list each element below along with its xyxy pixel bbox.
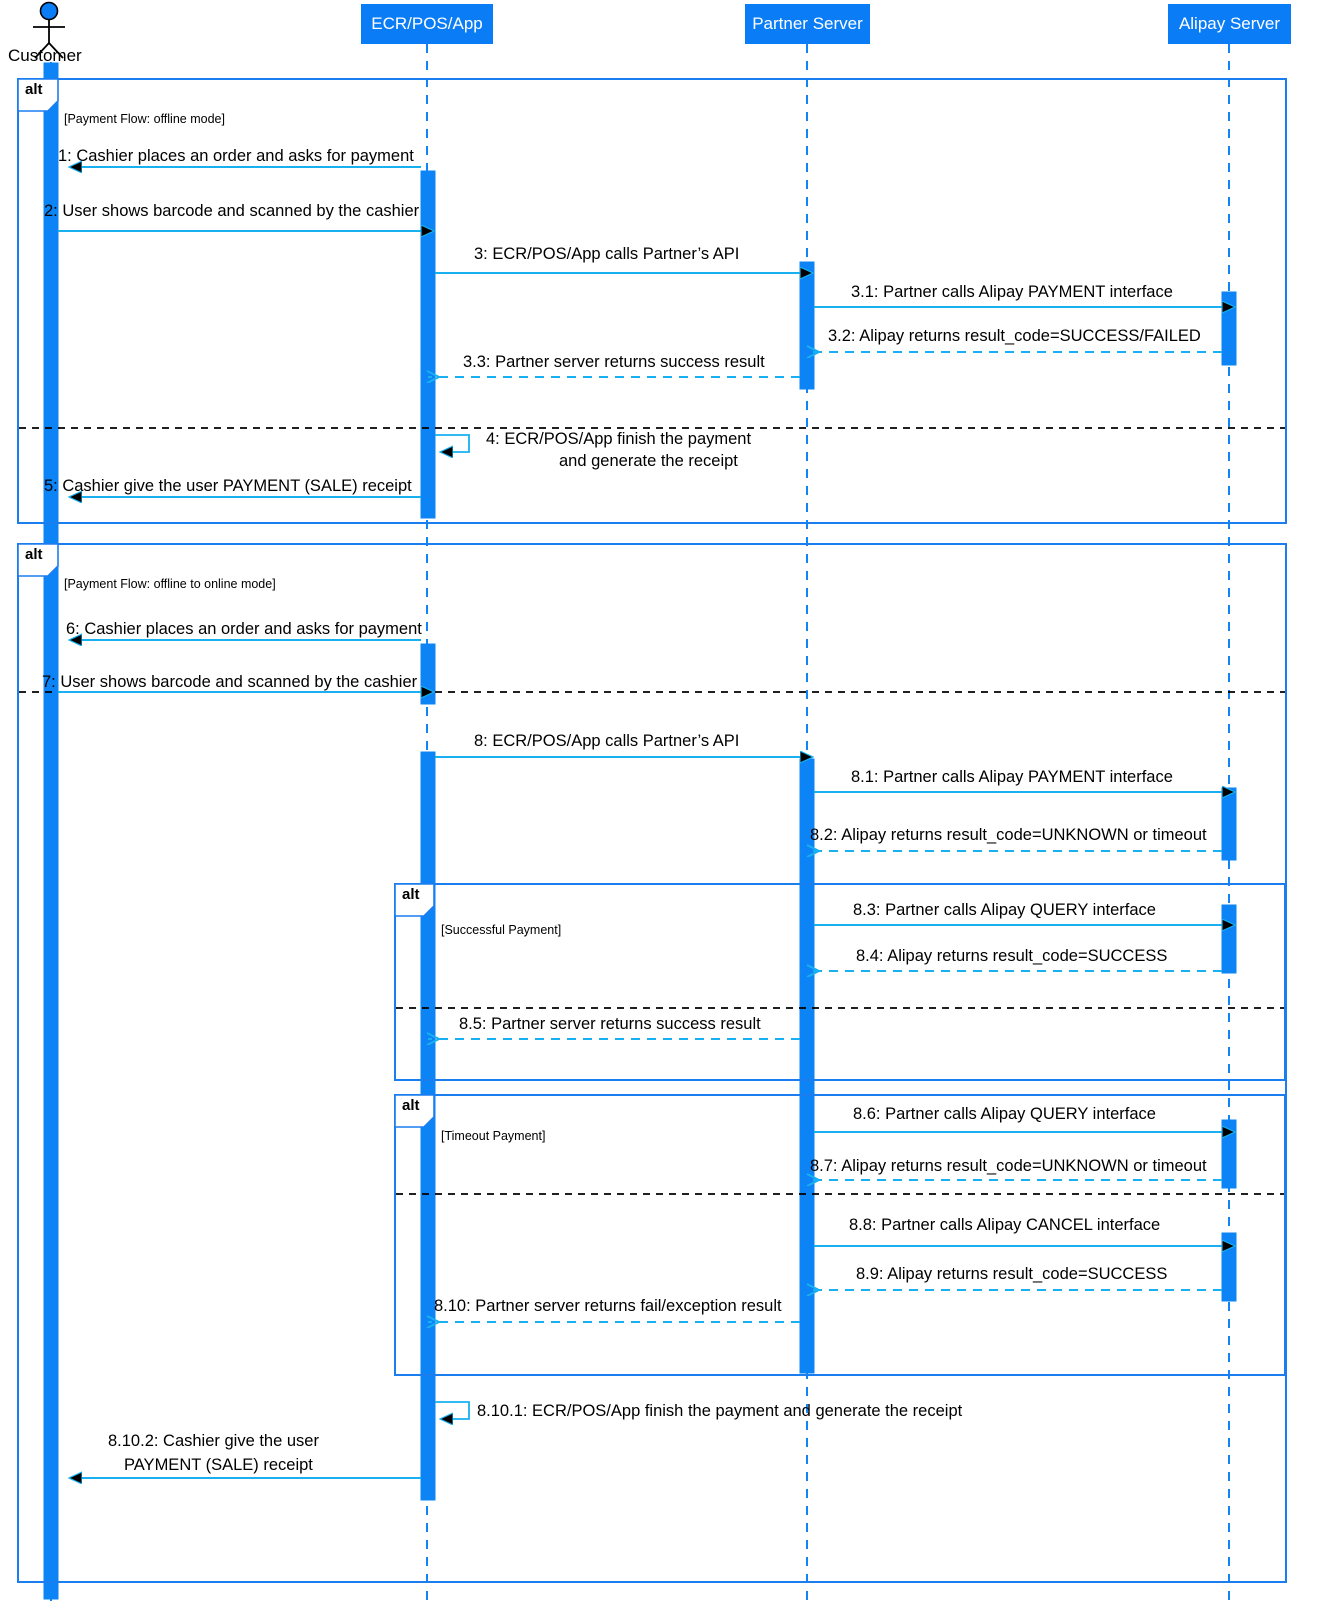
message-label-8-8: 8.8: Partner calls Alipay CANCEL interfa… [849, 1216, 1161, 1234]
operator-tab-alt1 [17, 78, 59, 112]
actor-customer-figure [33, 1, 65, 59]
message-label-4-line1: 4: ECR/POS/App finish the payment [486, 430, 752, 448]
activation-bars [43, 62, 1237, 1600]
frame-alt4 [394, 1094, 1286, 1376]
activation-alipay-5 [1221, 1232, 1237, 1302]
frame-alt2 [17, 543, 1287, 1583]
message-label-4-line2: and generate the receipt [559, 452, 738, 470]
fragment-operator-alt4: alt [402, 1097, 420, 1114]
message-label-8-10: 8.10: Partner server returns fail/except… [434, 1297, 782, 1315]
activation-ecr-2 [420, 643, 436, 705]
operator-tab-alt3 [394, 883, 435, 917]
participant-box-partner [745, 4, 870, 44]
participant-box-ecr [361, 4, 493, 44]
fragment-guard-alt4: [Timeout Payment] [441, 1129, 546, 1143]
fragment-guard-alt1: [Payment Flow: offline mode] [64, 112, 225, 126]
message-label-7: 7: User shows barcode and scanned by the… [42, 673, 418, 691]
message-label-8-10-2-line1: 8.10.2: Cashier give the user [108, 1432, 319, 1450]
actor-label-customer: Customer [8, 46, 82, 65]
fragment-operator-alt1: alt [25, 81, 43, 98]
activation-partner-2 [799, 758, 815, 1374]
activation-customer [43, 62, 59, 1600]
message-label-8-7: 8.7: Alipay returns result_code=UNKNOWN … [810, 1157, 1207, 1175]
message-label-3-2: 3.2: Alipay returns result_code=SUCCESS/… [828, 327, 1201, 345]
activation-ecr-1 [420, 170, 436, 519]
message-arrows [58, 167, 1234, 1478]
message-label-6: 6: Cashier places an order and asks for … [66, 620, 422, 638]
activation-alipay-3 [1221, 904, 1237, 974]
message-label-1: 1: Cashier places an order and asks for … [58, 147, 414, 165]
activation-partner-1 [799, 261, 815, 390]
message-label-8-4: 8.4: Alipay returns result_code=SUCCESS [856, 947, 1168, 965]
participant-label-partner[interactable]: Partner Server [752, 14, 863, 33]
participant-box-alipay [1168, 4, 1291, 44]
fragment-guard-alt3: [Successful Payment] [441, 923, 562, 937]
operator-tab-alt4 [394, 1094, 435, 1128]
message-label-8-9: 8.9: Alipay returns result_code=SUCCESS [856, 1265, 1168, 1283]
participant-label-ecr[interactable]: ECR/POS/App [371, 14, 483, 33]
activation-alipay-4 [1221, 1119, 1237, 1189]
fragment-guard-alt2: [Payment Flow: offline to online mode] [64, 577, 276, 591]
lifelines [50, 44, 1230, 1604]
message-label-3-3: 3.3: Partner server returns success resu… [463, 353, 765, 371]
fragment-operator-tabs [17, 78, 435, 1128]
frame-alt3 [394, 883, 1286, 1081]
fragment-frames [17, 78, 1287, 1583]
frame-alt1 [17, 78, 1287, 524]
arrow-8-10-1-self [435, 1401, 470, 1419]
message-label-8-2: 8.2: Alipay returns result_code=UNKNOWN … [810, 826, 1207, 844]
message-label-3-1: 3.1: Partner calls Alipay PAYMENT interf… [851, 283, 1173, 301]
message-label-8-5: 8.5: Partner server returns success resu… [459, 1015, 761, 1033]
arrow-4-self [435, 434, 470, 452]
operator-tab-alt2 [17, 543, 59, 577]
message-label-8-1: 8.1: Partner calls Alipay PAYMENT interf… [851, 768, 1173, 786]
participant-label-alipay[interactable]: Alipay Server [1178, 14, 1281, 33]
fragment-operator-alt2: alt [25, 546, 43, 563]
message-label-8: 8: ECR/POS/App calls Partner’s API [474, 732, 740, 750]
message-label-8-3: 8.3: Partner calls Alipay QUERY interfac… [853, 901, 1156, 919]
message-label-8-6: 8.6: Partner calls Alipay QUERY interfac… [853, 1105, 1156, 1123]
message-label-8-10-1: 8.10.1: ECR/POS/App finish the payment a… [477, 1402, 963, 1420]
message-label-8-10-2-line2: PAYMENT (SALE) receipt [124, 1456, 313, 1474]
fragment-operator-alt3: alt [402, 886, 420, 903]
message-label-5: 5: Cashier give the user PAYMENT (SALE) … [44, 477, 412, 495]
message-label-2: 2: User shows barcode and scanned by the… [44, 202, 420, 220]
message-label-3: 3: ECR/POS/App calls Partner’s API [474, 245, 740, 263]
activation-alipay-1 [1221, 291, 1237, 366]
activation-alipay-2 [1221, 787, 1237, 861]
